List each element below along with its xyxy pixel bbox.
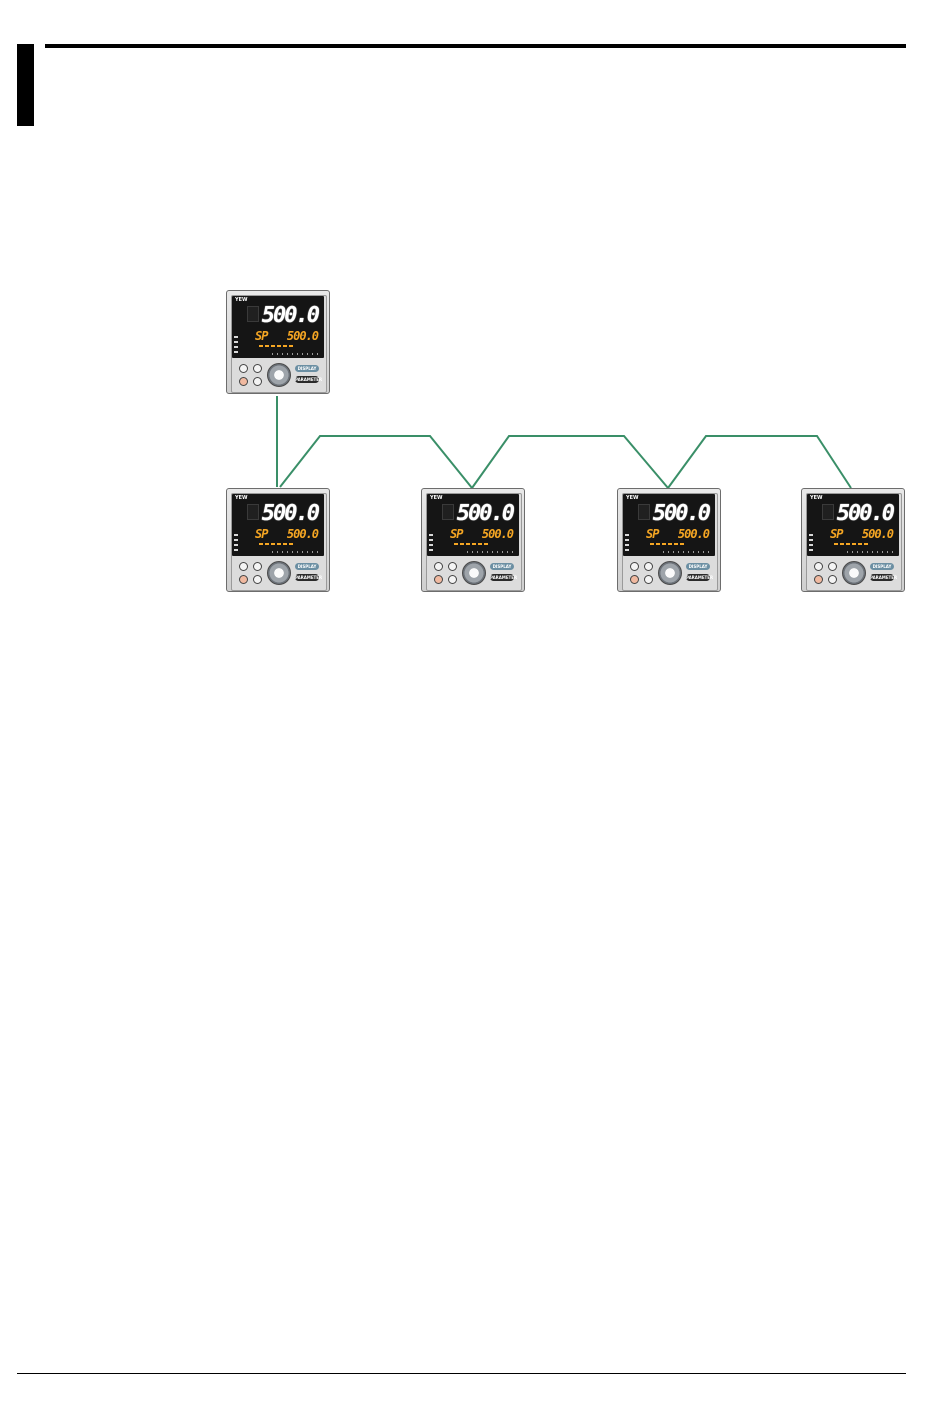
scale-ticks — [467, 551, 515, 553]
sp-label: SP — [255, 329, 267, 343]
sv-readout: 500.0 — [287, 527, 318, 541]
scale-ticks — [272, 353, 320, 355]
pv-readout: 500.0 — [837, 501, 893, 526]
controller-slave-1: YEW 500.0 SP 500.0 DISPLAY PARAMETER — [226, 488, 330, 592]
key-b[interactable] — [448, 562, 457, 571]
brand-logo: YEW — [626, 495, 639, 501]
key-d[interactable] — [644, 575, 653, 584]
channel-indicator — [638, 504, 650, 520]
status-lamps — [809, 534, 813, 554]
scale-ticks — [272, 551, 320, 553]
set-enter-dial[interactable] — [462, 561, 486, 585]
controller-master: YEW 500.0 SP 500.0 DISPLAY PARAMETER — [226, 290, 330, 394]
parameter-key[interactable]: PARAMETER — [295, 574, 319, 581]
sp-label: SP — [646, 527, 658, 541]
key-a[interactable] — [814, 562, 823, 571]
controller-slave-4: YEW 500.0 SP 500.0 DISPLAY PARAMETER — [801, 488, 905, 592]
footer-rule — [17, 1373, 906, 1374]
wire-slave-3-to-slave-4 — [668, 436, 851, 488]
parameter-key[interactable]: PARAMETER — [490, 574, 514, 581]
status-lamps — [234, 534, 238, 554]
sp-label: SP — [255, 527, 267, 541]
scale-ticks — [847, 551, 895, 553]
key-d[interactable] — [828, 575, 837, 584]
channel-indicator — [247, 306, 259, 322]
status-lamps — [625, 534, 629, 554]
bar-graph — [259, 345, 295, 347]
brand-logo: YEW — [810, 495, 823, 501]
parameter-key[interactable]: PARAMETER — [870, 574, 894, 581]
sv-readout: 500.0 — [482, 527, 513, 541]
pv-readout: 500.0 — [457, 501, 513, 526]
key-b[interactable] — [253, 562, 262, 571]
key-d[interactable] — [253, 575, 262, 584]
sv-readout: 500.0 — [862, 527, 893, 541]
controller-display: YEW 500.0 SP 500.0 — [427, 494, 519, 556]
display-key[interactable]: DISPLAY — [490, 563, 514, 570]
key-b[interactable] — [828, 562, 837, 571]
key-a[interactable] — [239, 364, 248, 373]
sv-readout: 500.0 — [678, 527, 709, 541]
parameter-key[interactable]: PARAMETER — [686, 574, 710, 581]
brand-logo: YEW — [430, 495, 443, 501]
display-key[interactable]: DISPLAY — [295, 365, 319, 372]
display-key[interactable]: DISPLAY — [295, 563, 319, 570]
sp-label: SP — [830, 527, 842, 541]
bar-graph — [259, 543, 295, 545]
key-a[interactable] — [239, 562, 248, 571]
set-enter-dial[interactable] — [658, 561, 682, 585]
key-b[interactable] — [644, 562, 653, 571]
scale-ticks — [663, 551, 711, 553]
sp-label: SP — [450, 527, 462, 541]
key-d[interactable] — [448, 575, 457, 584]
controller-display: YEW 500.0 SP 500.0 — [623, 494, 715, 556]
controller-slave-2: YEW 500.0 SP 500.0 DISPLAY PARAMETER — [421, 488, 525, 592]
pv-readout: 500.0 — [262, 501, 318, 526]
status-lamps — [234, 336, 238, 356]
key-a[interactable] — [434, 562, 443, 571]
brand-logo: YEW — [235, 495, 248, 501]
status-lamps — [429, 534, 433, 554]
channel-indicator — [822, 504, 834, 520]
key-b[interactable] — [253, 364, 262, 373]
set-enter-dial[interactable] — [267, 363, 291, 387]
bar-graph — [650, 543, 686, 545]
channel-indicator — [442, 504, 454, 520]
controller-slave-3: YEW 500.0 SP 500.0 DISPLAY PARAMETER — [617, 488, 721, 592]
controller-display: YEW 500.0 SP 500.0 — [232, 494, 324, 556]
pv-readout: 500.0 — [262, 303, 318, 328]
wire-slave-2-to-slave-3 — [472, 436, 668, 488]
controller-display: YEW 500.0 SP 500.0 — [807, 494, 899, 556]
key-c[interactable] — [814, 575, 823, 584]
key-c[interactable] — [239, 575, 248, 584]
bar-graph — [454, 543, 490, 545]
parameter-key[interactable]: PARAMETER — [295, 376, 319, 383]
sv-readout: 500.0 — [287, 329, 318, 343]
brand-logo: YEW — [235, 297, 248, 303]
set-enter-dial[interactable] — [842, 561, 866, 585]
pv-readout: 500.0 — [653, 501, 709, 526]
channel-indicator — [247, 504, 259, 520]
key-c[interactable] — [239, 377, 248, 386]
controller-display: YEW 500.0 SP 500.0 — [232, 296, 324, 358]
key-c[interactable] — [630, 575, 639, 584]
wire-slave-1-to-slave-2 — [280, 436, 472, 488]
key-c[interactable] — [434, 575, 443, 584]
key-d[interactable] — [253, 377, 262, 386]
key-a[interactable] — [630, 562, 639, 571]
set-enter-dial[interactable] — [267, 561, 291, 585]
bar-graph — [834, 543, 870, 545]
display-key[interactable]: DISPLAY — [870, 563, 894, 570]
display-key[interactable]: DISPLAY — [686, 563, 710, 570]
